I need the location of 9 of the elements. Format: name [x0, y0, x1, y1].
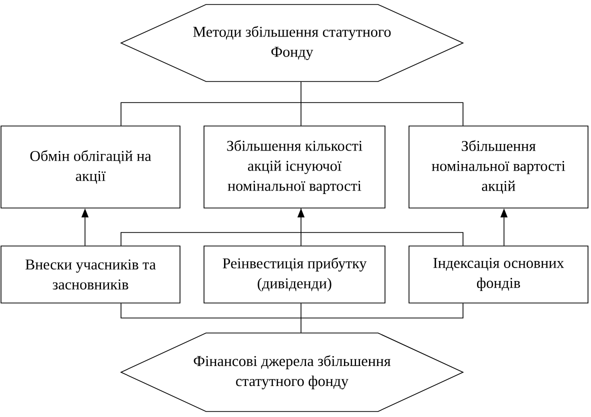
process-box: Реінвестиція прибутку (дивіденди) [204, 246, 386, 304]
connector-line [120, 82, 464, 126]
process-box: Збільшення номінальної вартості акцій [408, 126, 588, 208]
process-box: Внески учасників та засновників [0, 246, 180, 304]
process-box: Індексація основних фондів [408, 246, 588, 304]
process-box: Збільшення кількості акцій існуючої номінальної вартості [204, 126, 386, 208]
connector-line [120, 303, 464, 333]
arrow [120, 208, 464, 246]
process-box: Обмін облігацій на акції [0, 126, 180, 208]
